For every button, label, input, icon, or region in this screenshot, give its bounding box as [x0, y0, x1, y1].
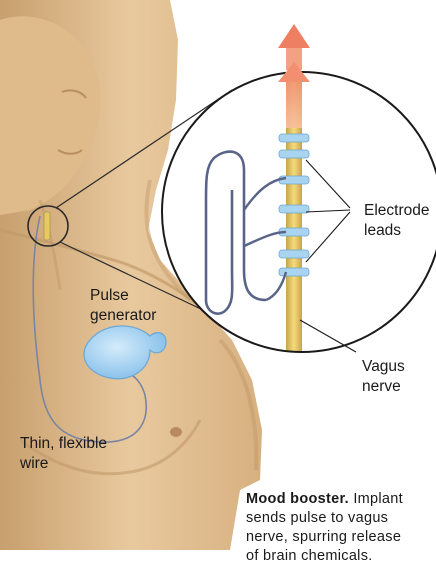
- caption-heading: Mood booster.: [246, 491, 349, 507]
- label-pulse: Pulse: [90, 286, 129, 305]
- caption-line2: sends pulse to vagus: [246, 509, 436, 528]
- label-vagus: Vagus: [362, 357, 405, 376]
- illustration: [0, 0, 436, 550]
- label-wire-1: Thin, flexible: [20, 434, 107, 453]
- label-nerve: nerve: [362, 377, 401, 396]
- label-leads: leads: [364, 221, 401, 240]
- label-generator: generator: [90, 306, 156, 325]
- caption-line3: nerve, spurring release: [246, 528, 436, 547]
- caption: Mood booster. Implant sends pulse to vag…: [246, 490, 436, 566]
- label-wire-2: wire: [20, 454, 48, 473]
- electrode-bands: [279, 134, 309, 276]
- caption-line1: Implant: [353, 491, 403, 507]
- label-electrode: Electrode: [364, 201, 429, 220]
